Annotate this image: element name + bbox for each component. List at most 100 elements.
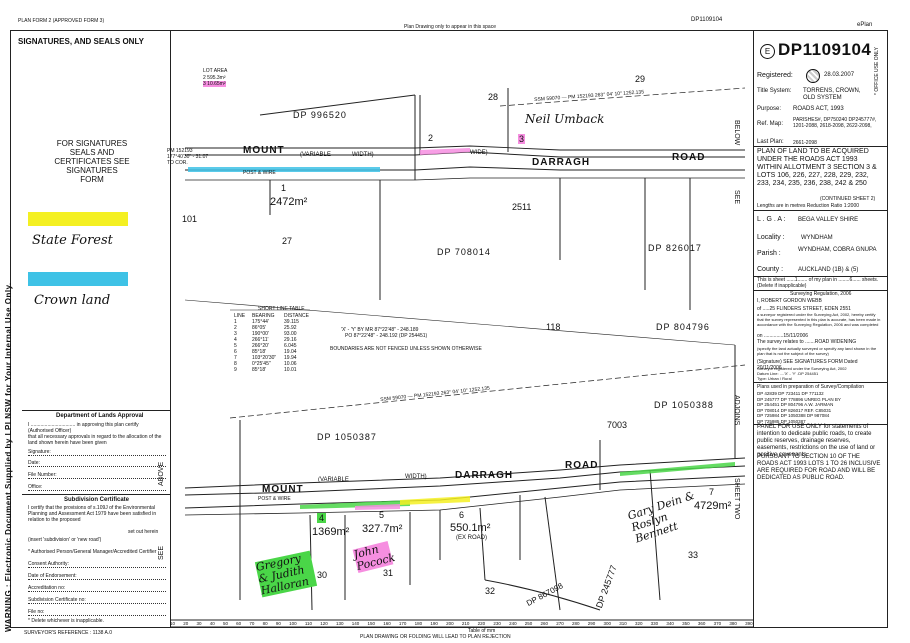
short-line-row: 5 266°20' 6.045 <box>234 343 316 349</box>
signature-field: Signature: <box>28 449 166 456</box>
lengths-note: Lengths are in metres Reduction Ratio 1:… <box>757 203 860 209</box>
dept-text2: (Authorised Officer) <box>28 428 72 434</box>
authorised-person: * Authorised Person/General Manager/Accr… <box>28 549 157 555</box>
file-number-field: File Number: <box>28 472 166 479</box>
title-system-label: Title System: <box>757 88 792 94</box>
boundaries-note: BOUNDARIES ARE NOT FENCED UNLESS SHOWN O… <box>330 346 482 352</box>
rp-rule-1 <box>753 146 887 147</box>
plans-used-row: DP 254451 DP 804796 A.W. JARMAN <box>757 402 834 407</box>
county-label: County : <box>757 266 784 273</box>
scale-tick: 70 <box>249 621 255 626</box>
plans-used-row: DP 708014 DP 826017 REF. C85031 <box>757 407 832 413</box>
parcel-29: 29 <box>635 74 646 84</box>
subdivision-text: I certify that the provisions of s.109J … <box>28 505 157 523</box>
road-darragh-lower: DARRAGH <box>455 470 514 481</box>
short-line-cell: LINE <box>234 313 246 319</box>
parcel-101: 101 <box>182 214 198 224</box>
title-system-value: TORRENS, CROWN, OLD SYSTEM <box>803 88 861 101</box>
panel-note: PANEL FOR USE ONLY for statements of int… <box>757 424 876 458</box>
lot-5-area: 327.7m² <box>362 523 403 535</box>
road-mount-upper: MOUNT <box>243 145 285 156</box>
short-line-cell: 19.04 <box>284 349 297 355</box>
legend-state-forest: State Forest <box>32 233 113 248</box>
parcel-2511: 2511 <box>512 202 532 212</box>
annotation-neil: Neil Umback <box>525 112 605 126</box>
road-variable-lower: (VARIABLE <box>318 477 349 483</box>
crown-land-highlight-upper <box>188 167 380 172</box>
lot-4-label: 4 <box>317 513 327 523</box>
dp-708014: DP 708014 <box>437 247 491 257</box>
plans-used-title: Plans used in preparation of Survey/Comp… <box>757 384 865 390</box>
scale-tick: 150 <box>367 621 375 626</box>
road-mount-lower: MOUNT <box>262 484 304 495</box>
short-line-cell: 5 <box>234 343 237 349</box>
short-line-cell: 266°20' <box>252 343 269 349</box>
subdivision-cert-no: Subdivision Certificate no: <box>28 597 166 604</box>
short-line-cell: DISTANCE <box>284 313 309 319</box>
plan-drawing-note: Plan Drawing only to appear in this spac… <box>404 24 496 30</box>
seal-icon <box>806 69 820 83</box>
dept-text1: I ................................ in ap… <box>28 422 139 428</box>
dedication-text: PURSUANT TO SECTION 10 OF THE ROADS ACT … <box>757 454 881 481</box>
short-line-cell: 6 <box>234 349 237 355</box>
road-width-upper: WIDTH) <box>352 152 374 158</box>
side-below: BELOW <box>733 120 740 146</box>
lot-2-label: 2 <box>428 133 434 143</box>
short-line-cell: 7 <box>234 355 237 361</box>
locality-value: WYNDHAM <box>801 235 833 241</box>
post-wire-lower: POST & WIRE <box>258 496 291 502</box>
signatures-title: SIGNATURES, AND SEALS ONLY <box>18 37 144 46</box>
pink-highlight-lower <box>355 504 400 510</box>
scale-tick: 10 <box>170 621 176 626</box>
crown-land-swatch <box>28 272 128 286</box>
scale-tick: 320 <box>634 621 643 626</box>
short-line-cell: 10.01 <box>284 367 297 373</box>
scale-tick: 310 <box>619 621 627 626</box>
scale-tick: 380 <box>729 621 737 626</box>
plan-number-top: DP1109104 <box>691 17 723 23</box>
scale-tick: 50 <box>222 621 228 626</box>
short-line-cell: 2 <box>234 325 237 331</box>
short-line-cell: BEARING <box>252 313 275 319</box>
ref-map-label: Ref. Map: <box>757 121 784 127</box>
upper-lot-area-row-1: 2 595.3m² <box>203 75 226 81</box>
file-no: File no: <box>28 609 166 616</box>
short-line-cell: 85°18' <box>252 367 267 373</box>
frame-right <box>887 30 888 628</box>
dept-rule <box>22 410 170 411</box>
survey-relates-note: (specify the land actually surveyed or s… <box>757 346 877 356</box>
plan-description: PLAN OF LAND TO BE ACQUIRED UNDER THE RO… <box>757 148 877 187</box>
plans-used-row: DP 725984 DP 1050388 DP 987084 <box>757 413 830 418</box>
last-plan-label: Last Plan: <box>757 139 784 145</box>
last-plan-value: 2661-2098 <box>793 140 817 146</box>
locality-label: Locality : <box>757 234 785 241</box>
short-line-cell: 175°44' <box>252 319 269 325</box>
yellow-highlight-lower <box>400 496 470 505</box>
scale-tick: 30 <box>196 621 202 626</box>
short-line-cell: 103°20'30" <box>252 355 277 361</box>
consent-authority: Consent Authority: <box>28 561 166 568</box>
type-line: Type: Urban / Rural <box>757 376 792 381</box>
short-line-cell: 1 <box>234 319 237 325</box>
delete-note: * Delete whichever is inapplicable. <box>28 618 104 624</box>
datum-line: Datum Line: ....'X' - 'Y' .DP 254451 <box>757 371 819 376</box>
scale-tick: 350 <box>682 621 690 626</box>
short-line-cell: 6.045 <box>284 343 297 349</box>
scale-tick: 260 <box>540 621 549 626</box>
scale-tick: 370 <box>713 621 722 626</box>
dp-1050387: DP 1050387 <box>317 432 377 442</box>
registration-no: Surveyor registered under the Surveying … <box>757 366 847 371</box>
form-label: PLAN FORM 2 (APPROVED FORM 3) <box>18 18 105 24</box>
date-of-endorsement: Date of Endorsement: <box>28 573 166 580</box>
side-sheet-two: SHEET TWO <box>733 478 740 520</box>
surveyor-cert: a surveyor registered under the Surveyin… <box>757 312 881 327</box>
county-value: AUCKLAND (1B) & (5) <box>798 267 859 273</box>
short-line-cell: 86°05' <box>252 325 267 331</box>
scale-tick: 120 <box>320 621 328 626</box>
